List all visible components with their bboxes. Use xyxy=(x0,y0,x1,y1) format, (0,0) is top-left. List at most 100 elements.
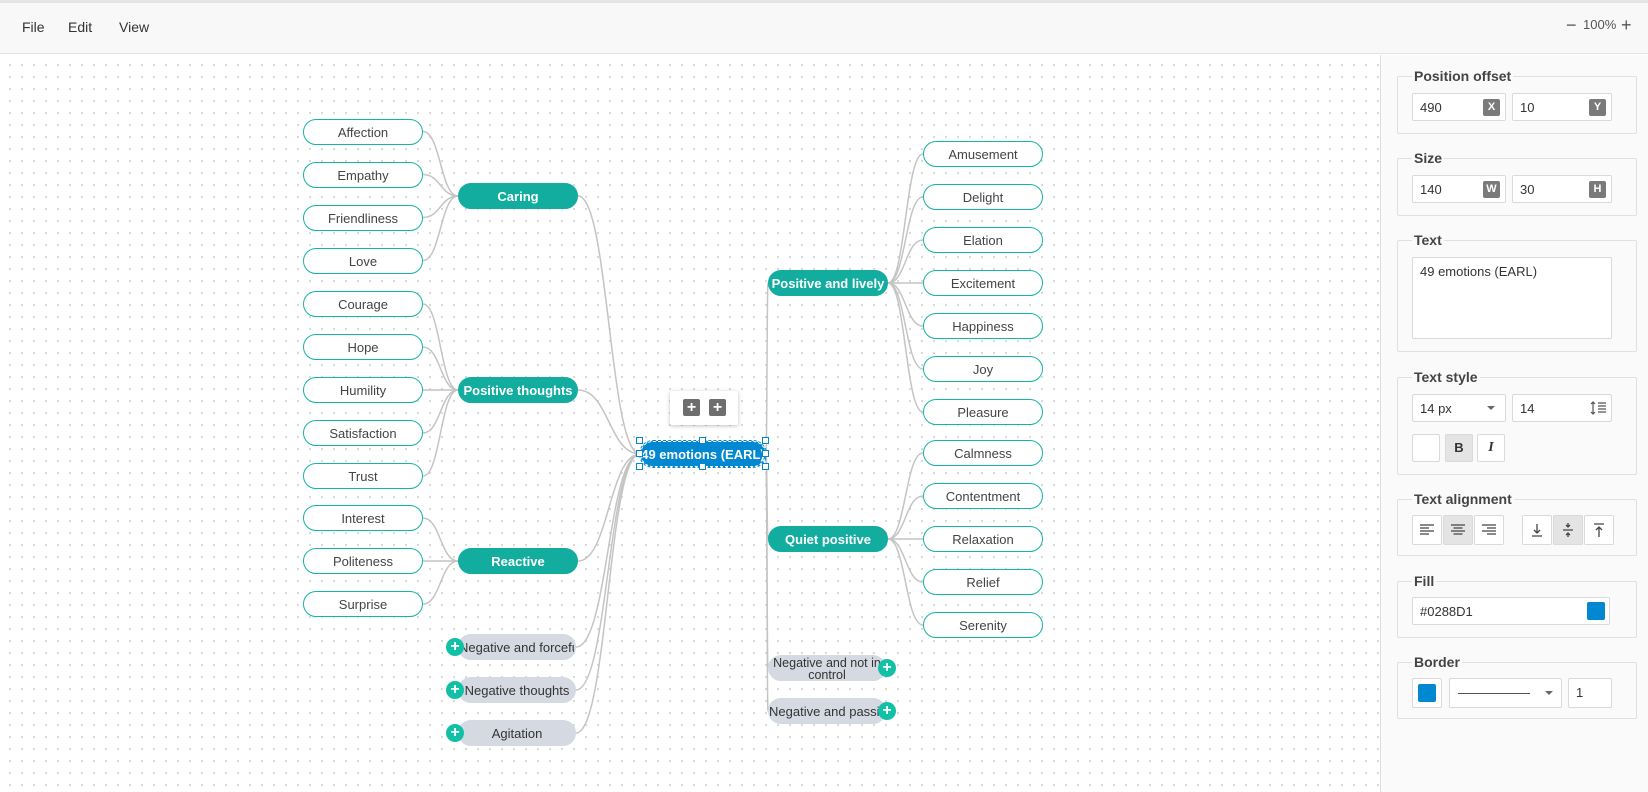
collapsed-branch-negative-and-not-in-control[interactable]: Negative and not in control xyxy=(768,655,886,681)
collapsed-branch-negative-thoughts[interactable]: Negative thoughts xyxy=(458,677,576,703)
font-size-select[interactable]: 14 px xyxy=(1412,394,1506,422)
collapsed-branch-negative-and-passive[interactable]: Negative and passive xyxy=(768,698,886,724)
resize-handle[interactable] xyxy=(762,437,769,444)
connector-line xyxy=(422,389,459,434)
bold-button[interactable]: B xyxy=(1445,434,1473,462)
leaf-delight[interactable]: Delight xyxy=(923,184,1043,210)
leaf-affection[interactable]: Affection xyxy=(303,118,423,145)
position-y-value: 10 xyxy=(1520,100,1535,115)
resize-handle[interactable] xyxy=(636,450,643,457)
text-color-button[interactable] xyxy=(1412,434,1440,462)
leaf-happiness[interactable]: Happiness xyxy=(923,313,1043,339)
leaf-satisfaction[interactable]: Satisfaction xyxy=(303,420,423,446)
italic-button[interactable]: I xyxy=(1477,434,1505,462)
expand-plus-icon[interactable]: + xyxy=(446,724,464,742)
leaf-trust[interactable]: Trust xyxy=(303,463,423,489)
align-left-button[interactable] xyxy=(1412,515,1442,545)
expand-plus-icon[interactable]: + xyxy=(878,659,896,677)
fill-color-swatch[interactable] xyxy=(1587,602,1605,620)
resize-handle[interactable] xyxy=(762,463,769,470)
expand-plus-icon[interactable]: + xyxy=(446,681,464,699)
leaf-serenity[interactable]: Serenity xyxy=(923,612,1043,638)
leaf-friendliness[interactable]: Friendliness xyxy=(303,204,423,231)
connector-line xyxy=(887,452,924,540)
align-right-icon xyxy=(1482,524,1496,535)
expand-plus-icon[interactable]: + xyxy=(878,702,896,720)
menu-file[interactable]: File xyxy=(22,19,45,35)
height-value: 30 xyxy=(1520,182,1535,197)
align-center-icon xyxy=(1451,524,1465,535)
leaf-pleasure[interactable]: Pleasure xyxy=(923,399,1043,425)
menu-view[interactable]: View xyxy=(119,19,150,35)
align-right-button[interactable] xyxy=(1474,515,1504,545)
valign-top-button[interactable] xyxy=(1584,515,1614,545)
text-input[interactable]: 49 emotions (EARL) xyxy=(1412,257,1612,339)
zoom-in-button[interactable]: + xyxy=(1621,15,1632,35)
branch-caring[interactable]: Caring xyxy=(458,183,578,209)
leaf-relaxation[interactable]: Relaxation xyxy=(923,526,1043,552)
leaf-joy[interactable]: Joy xyxy=(923,356,1043,382)
leaf-relief[interactable]: Relief xyxy=(923,569,1043,595)
border-color-swatch xyxy=(1418,684,1436,702)
leaf-surprise[interactable]: Surprise xyxy=(303,591,423,617)
branch-reactive[interactable]: Reactive xyxy=(458,548,578,574)
font-size-value: 14 px xyxy=(1420,401,1452,416)
resize-handle[interactable] xyxy=(699,463,706,470)
fill-color-value: #0288D1 xyxy=(1420,604,1473,619)
branch-positive-thoughts[interactable]: Positive thoughts xyxy=(458,377,578,403)
align-center-button[interactable] xyxy=(1443,515,1473,545)
connector-line xyxy=(887,282,924,327)
leaf-love[interactable]: Love xyxy=(303,247,423,274)
chevron-down-icon xyxy=(1487,406,1495,410)
add-sibling-button[interactable]: + xyxy=(709,399,726,416)
collapsed-branch-negative-and-forceful[interactable]: Negative and forceful xyxy=(458,634,576,660)
leaf-empathy[interactable]: Empathy xyxy=(303,161,423,188)
node-toolbar: + + xyxy=(670,391,738,425)
valign-middle-button[interactable] xyxy=(1553,515,1583,545)
leaf-humility[interactable]: Humility xyxy=(303,377,423,403)
leaf-interest[interactable]: Interest xyxy=(303,505,423,531)
border-width-input[interactable]: 1 xyxy=(1568,678,1612,708)
connector-line xyxy=(575,453,641,648)
leaf-excitement[interactable]: Excitement xyxy=(923,270,1043,296)
leaf-elation[interactable]: Elation xyxy=(923,227,1043,253)
menu-edit[interactable]: Edit xyxy=(68,19,93,35)
add-child-button[interactable]: + xyxy=(683,399,700,416)
root-node[interactable]: 49 emotions (EARL) xyxy=(639,440,767,468)
leaf-amusement[interactable]: Amusement xyxy=(923,141,1043,167)
group-title: Text alignment xyxy=(1412,491,1514,507)
resize-handle[interactable] xyxy=(636,437,643,444)
connector-line xyxy=(887,282,924,413)
leaf-hope[interactable]: Hope xyxy=(303,334,423,360)
resize-handle[interactable] xyxy=(699,437,706,444)
leaf-calmness[interactable]: Calmness xyxy=(923,440,1043,466)
connector-line xyxy=(422,195,459,262)
resize-handle[interactable] xyxy=(762,450,769,457)
text-style-group: Text style 14 px 14 B I xyxy=(1397,369,1637,475)
connection-lines xyxy=(422,130,924,734)
leaf-contentment[interactable]: Contentment xyxy=(923,483,1043,509)
group-title: Border xyxy=(1412,654,1462,670)
leaf-courage[interactable]: Courage xyxy=(303,291,423,317)
expand-plus-icon[interactable]: + xyxy=(446,638,464,656)
border-style-select[interactable] xyxy=(1449,678,1562,708)
connector-line xyxy=(577,389,641,455)
border-color-button[interactable] xyxy=(1412,678,1442,708)
collapsed-branch-agitation[interactable]: Agitation xyxy=(458,720,576,746)
w-tag: W xyxy=(1483,181,1500,198)
zoom-out-button[interactable]: − xyxy=(1566,15,1577,35)
leaf-politeness[interactable]: Politeness xyxy=(303,548,423,574)
line-height-input[interactable]: 14 xyxy=(1512,394,1612,422)
branch-positive-and-lively[interactable]: Positive and lively xyxy=(768,270,888,296)
resize-handle[interactable] xyxy=(636,463,643,470)
branch-quiet-positive[interactable]: Quiet positive xyxy=(768,526,888,552)
valign-bottom-button[interactable] xyxy=(1522,515,1552,545)
fill-color-input[interactable]: #0288D1 xyxy=(1412,597,1610,625)
